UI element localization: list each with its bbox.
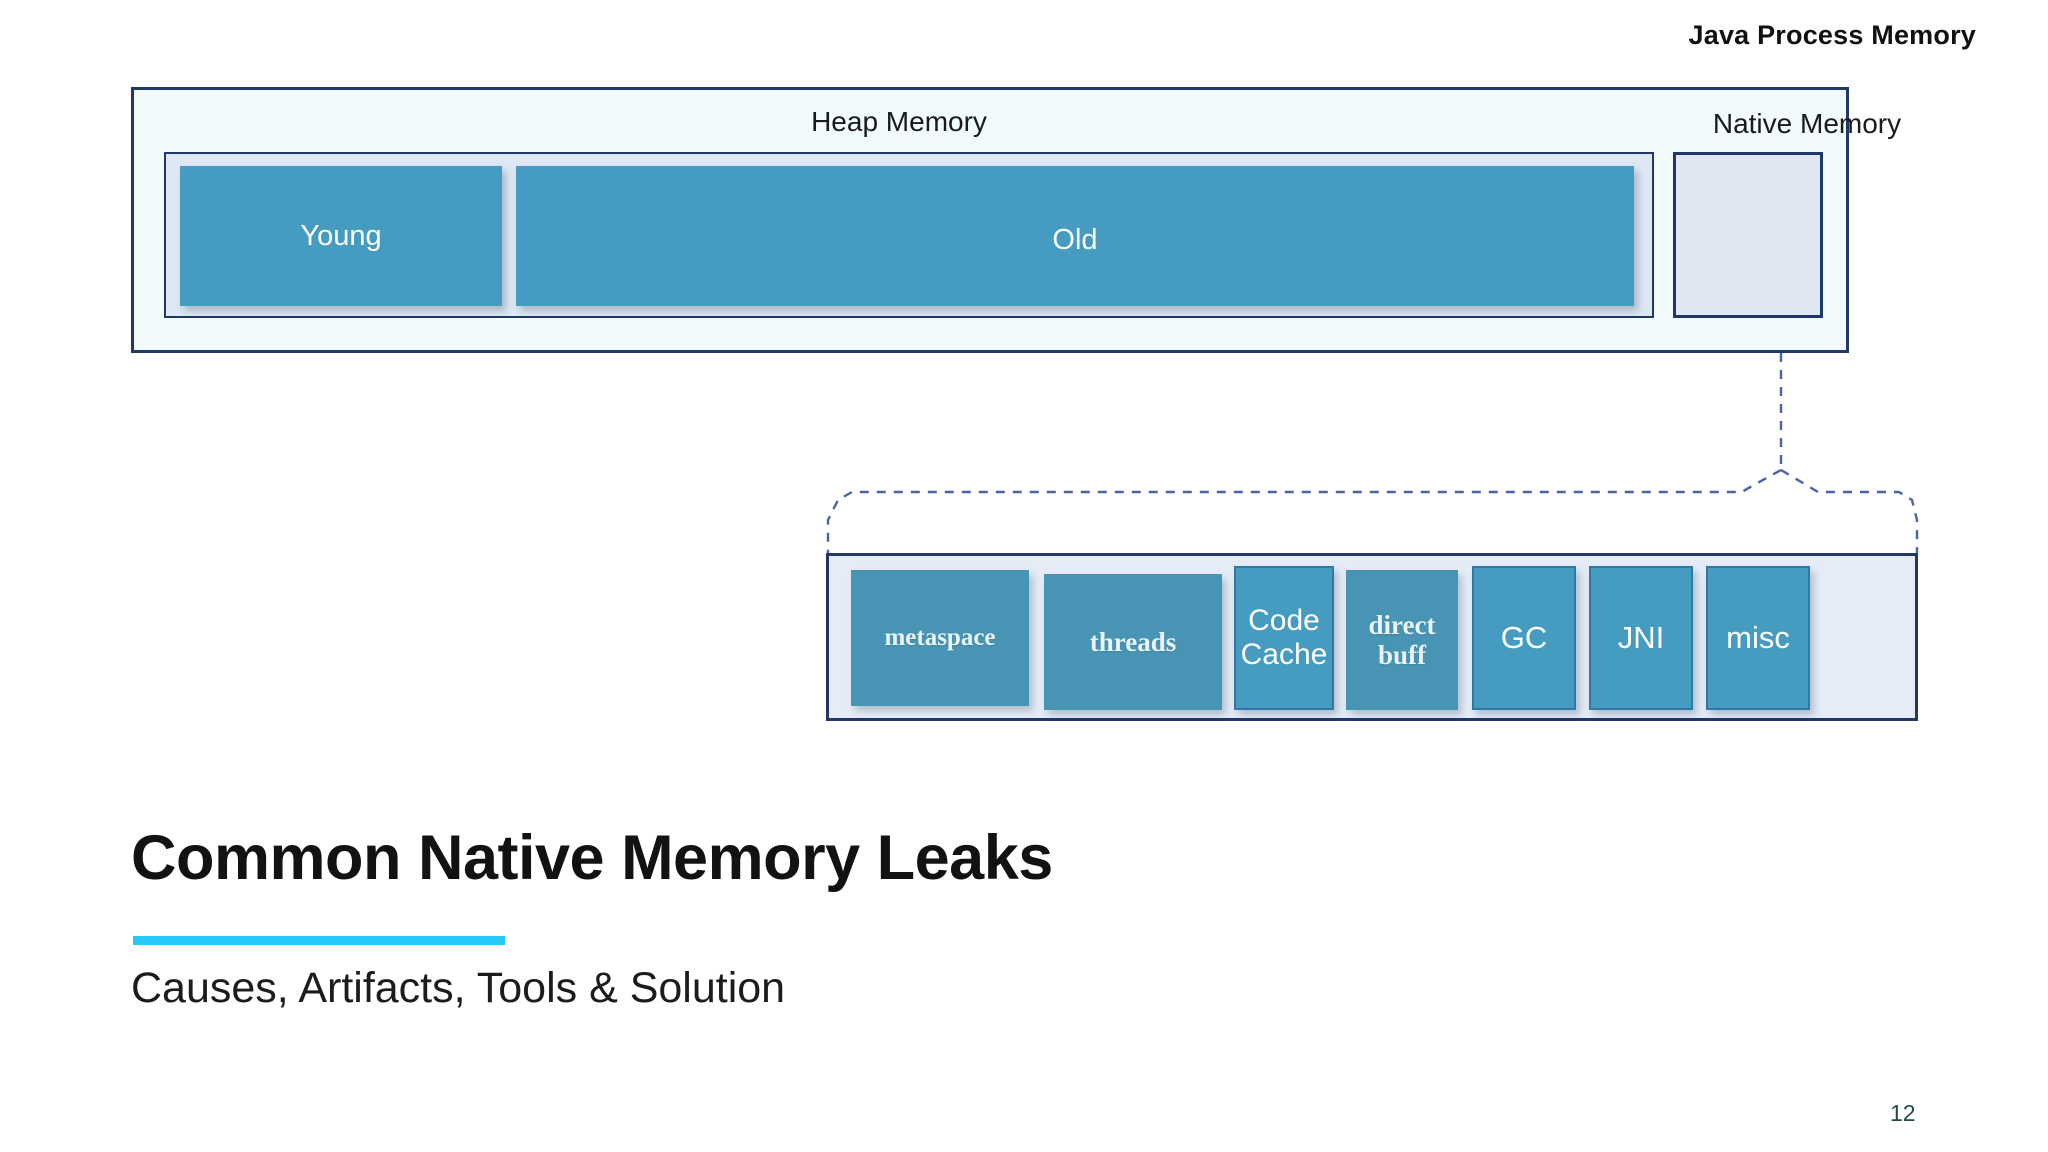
page-number: 12 [1890, 1100, 1916, 1126]
native-memory-panel [1673, 152, 1823, 318]
native-block-jni: JNI [1589, 566, 1693, 710]
slide-subheadline: Causes, Artifacts, Tools & Solution [131, 964, 786, 1012]
headline-accent-rule [133, 936, 505, 945]
heap-block-young-label: Young [300, 219, 382, 252]
native-block-misc: misc [1706, 566, 1810, 710]
native-block-code-cache: Code Cache [1234, 566, 1334, 710]
native-memory-label: Native Memory [1712, 108, 1902, 139]
native-block-jni-label: JNI [1617, 619, 1665, 655]
heap-block-old-label: Old [1052, 223, 1098, 256]
heap-block-old: Old [516, 166, 1634, 306]
native-block-metaspace-label: metaspace [884, 624, 996, 651]
deck-title: Java Process Memory [1688, 20, 1976, 50]
native-memory-breakdown-panel: metaspace threads Code Cache direct buff… [826, 553, 1918, 721]
native-block-gc: GC [1472, 566, 1576, 710]
native-block-code-cache-label: Code Cache [1240, 604, 1328, 671]
heap-memory-panel: Young Old [164, 152, 1654, 318]
native-block-direct-buffer-label: direct buff [1368, 609, 1436, 670]
native-block-direct-buffer: direct buff [1346, 570, 1458, 710]
native-block-misc-label: misc [1726, 619, 1790, 655]
native-block-threads: threads [1044, 574, 1222, 710]
heap-block-young: Young [180, 166, 502, 306]
heap-memory-label: Heap Memory [811, 106, 987, 137]
native-block-threads-label: threads [1089, 626, 1177, 657]
native-block-gc-label: GC [1500, 619, 1548, 655]
java-process-memory-frame: Heap Memory Native Memory Young Old [131, 87, 1901, 353]
slide-headline: Common Native Memory Leaks [131, 823, 1053, 893]
native-block-metaspace: metaspace [851, 570, 1029, 706]
